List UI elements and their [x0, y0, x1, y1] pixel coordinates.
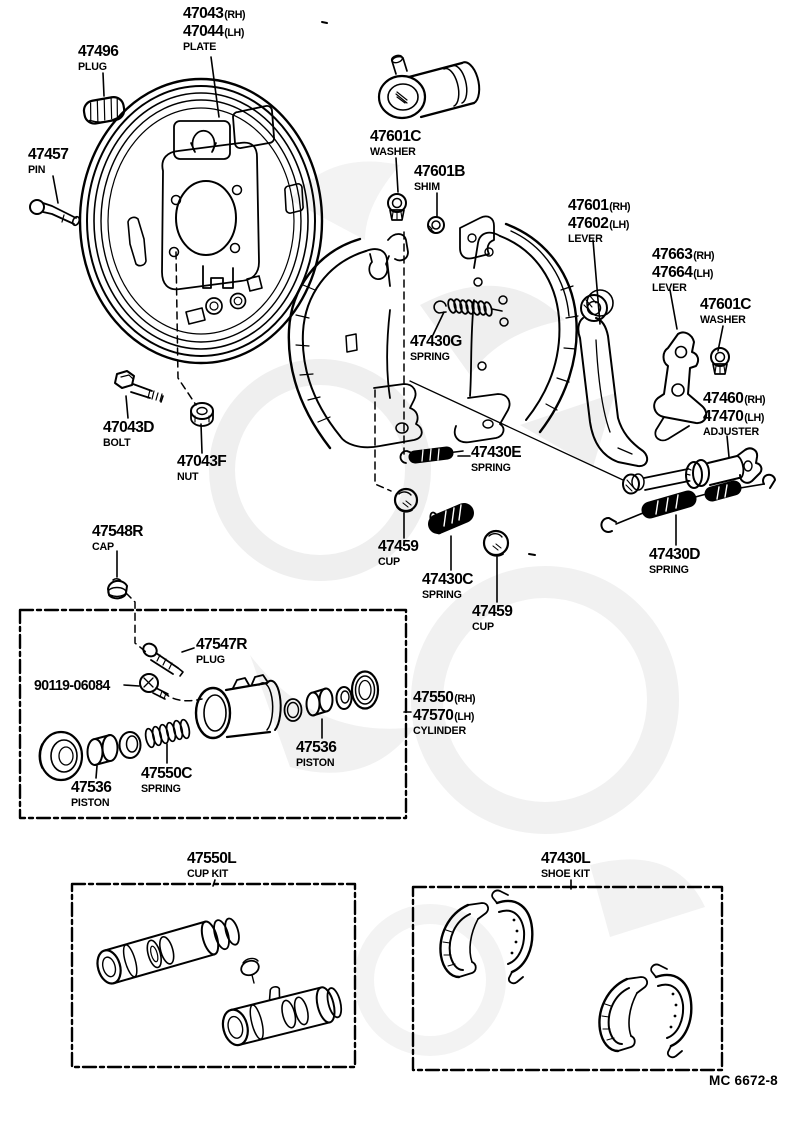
diagram-code: MC 6672-8: [709, 1072, 778, 1088]
plug-47496-drawing: [82, 96, 126, 125]
shim-47601b-drawing: [427, 216, 445, 234]
label-shoe-kit-47430l: 47430L SHOE KIT: [541, 850, 591, 880]
cup-kit-contents-drawing: [96, 917, 343, 1047]
label-cup-kit-47550l: 47550L CUP KIT: [187, 850, 237, 880]
plug-47547r-drawing: [142, 642, 184, 677]
label-spring-47550c: 47550C SPRING: [141, 765, 192, 795]
label-plug-47547r: 47547R PLUG: [196, 636, 247, 666]
label-piston-47536-right: 47536 PISTON: [296, 739, 337, 769]
shoe-kit-box: [411, 885, 724, 1072]
washer-47601c-right-drawing: [710, 347, 730, 375]
cap-47548r-drawing: [107, 578, 128, 600]
label-cup-47459-right: 47459 CUP: [472, 603, 513, 633]
label-washer-47601c-top: 47601C WASHER: [370, 128, 421, 158]
pin-47457-drawing: [29, 199, 81, 227]
cylinder-assembly-drawing: [38, 670, 380, 782]
label-adjuster-47460: 47460(RH) 47470(LH) ADJUSTER: [703, 390, 766, 438]
background-watermark: [209, 161, 705, 1056]
label-spring-47430g: 47430G SPRING: [410, 333, 462, 363]
label-cap-47548r: 47548R CAP: [92, 523, 143, 553]
bolt-47043d-drawing: [114, 370, 164, 403]
brake-shoe-leading-drawing: [287, 233, 423, 450]
label-bolt-47043d: 47043D BOLT: [103, 419, 154, 449]
label-cup-47459-left: 47459 CUP: [378, 538, 419, 568]
label-lever-47601: 47601(RH) 47602(LH) LEVER: [568, 197, 631, 245]
label-pin-47457: 47457 PIN: [28, 146, 69, 176]
nut-47043f-drawing: [190, 402, 214, 427]
washer-47601c-top-drawing: [387, 193, 407, 221]
label-nut-47043f: 47043F NUT: [177, 453, 227, 483]
spring-47430d-drawing: [600, 473, 776, 533]
cup-47459-right-drawing: [482, 529, 510, 557]
parking-lever-47601-drawing: [577, 289, 649, 468]
leader-lines: [52, 56, 730, 890]
label-plug-47496: 47496 PLUG: [78, 43, 119, 73]
bolt-90119-drawing: [139, 673, 169, 700]
spring-47430e-drawing: [399, 446, 464, 464]
label-piston-47536-left: 47536 PISTON: [71, 779, 112, 809]
label-spring-47430c: 47430C SPRING: [422, 571, 473, 601]
spring-47430c-drawing: [428, 503, 474, 535]
label-shim-47601b: 47601B SHIM: [414, 163, 465, 193]
assembly-dashed-lines: [125, 231, 405, 702]
label-bolt-90119-06084: 90119-06084: [34, 678, 110, 694]
cup-47459-left-drawing: [393, 487, 419, 513]
scan-marks: [321, 21, 536, 556]
label-cylinder-47550: 47550(RH) 47570(LH) CYLINDER: [413, 689, 476, 737]
backing-plate-drawing: [78, 77, 324, 365]
lever-47663-drawing: [653, 331, 708, 442]
adjuster-47460-drawing: [622, 447, 763, 495]
label-lever-47663: 47663(RH) 47664(LH) LEVER: [652, 246, 715, 294]
label-spring-47430d: 47430D SPRING: [649, 546, 700, 576]
label-plate: 47043(RH) 47044(LH) PLATE: [183, 5, 246, 53]
label-spring-47430e: 47430E SPRING: [471, 444, 522, 474]
label-washer-47601c-right: 47601C WASHER: [700, 296, 751, 326]
shoe-kit-contents-drawing: [439, 889, 693, 1059]
brake-shoe-trailing-drawing: [453, 215, 579, 444]
wheel-cylinder-top-drawing: [377, 54, 481, 120]
cylinder-group-box: [18, 608, 408, 820]
